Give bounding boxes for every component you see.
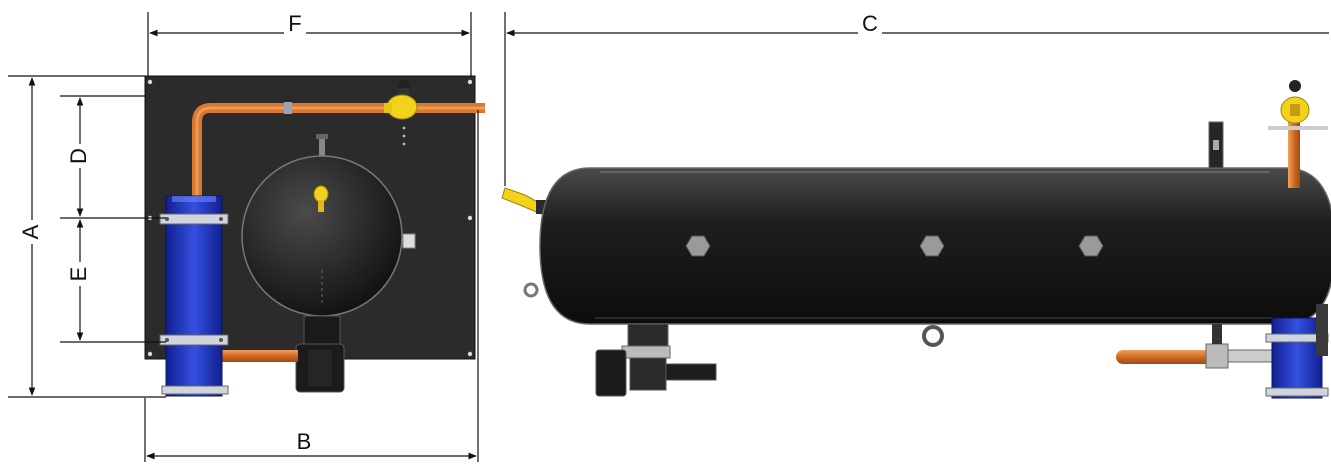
dim-label-b: B xyxy=(297,429,312,454)
dim-label-f: F xyxy=(288,11,301,36)
side-view xyxy=(501,80,1331,399)
dim-label-d: D xyxy=(66,148,91,164)
bottom-valve xyxy=(595,323,717,397)
filter-drier xyxy=(159,195,229,397)
top-valve xyxy=(384,80,418,146)
receiver-end xyxy=(241,134,416,393)
bottom-right-assembly xyxy=(1116,304,1329,399)
top-right-valve xyxy=(1208,80,1328,188)
end-view xyxy=(144,75,485,397)
dim-label-e: E xyxy=(66,267,91,282)
plate-holes xyxy=(147,79,473,357)
dimension-labels: F C B A D E xyxy=(18,11,882,454)
dim-label-a: A xyxy=(18,224,43,239)
dim-label-c: C xyxy=(862,11,878,36)
sight-plugs xyxy=(685,235,1104,257)
